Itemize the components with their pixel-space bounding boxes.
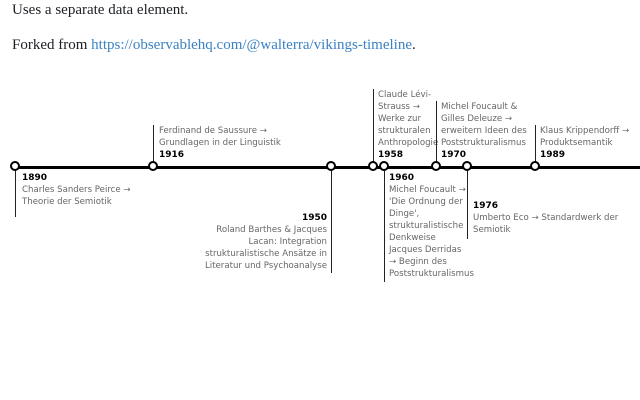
event-1960: 1960 Michel Foucault → 'Die Ordnung der … [389, 172, 474, 280]
event-year: 1958 [378, 150, 404, 160]
event-stem [373, 89, 374, 167]
event-text: Klaus Krippendorff → Produktsemantik [540, 126, 630, 148]
event-marker-1970[interactable] [431, 161, 441, 171]
event-year: 1970 [441, 150, 467, 160]
event-year: 1989 [540, 150, 566, 160]
event-stem [153, 125, 154, 167]
event-year: 1890 [22, 173, 48, 183]
event-text: Charles Sanders Peirce → Theorie der Sem… [22, 185, 131, 207]
event-text: Claude Lévi-Strauss → Werke zur struktur… [378, 90, 439, 148]
event-marker-1916[interactable] [148, 161, 158, 171]
event-1950: 1950 Roland Barthes & Jacques Lacan: Int… [195, 212, 327, 272]
forked-prefix: Forked from [12, 37, 92, 53]
event-text: Ferdinand de Saussure → Grundlagen in de… [159, 126, 281, 148]
event-year: 1916 [159, 150, 185, 160]
event-year: 1960 [389, 173, 415, 183]
event-stem [467, 167, 468, 239]
event-stem [331, 167, 332, 273]
intro-line: Uses a separate data element. [12, 2, 189, 18]
event-stem [535, 125, 536, 167]
event-year: 1976 [473, 201, 499, 211]
event-1916: Ferdinand de Saussure → Grundlagen in de… [159, 125, 294, 161]
event-marker-1890[interactable] [10, 161, 20, 171]
event-1976: 1976 Umberto Eco → Standardwerk der Semi… [473, 200, 633, 236]
event-text: Umberto Eco → Standardwerk der Semiotik [473, 213, 619, 235]
event-stem [436, 101, 437, 167]
event-marker-1958[interactable] [368, 161, 378, 171]
event-text: Roland Barthes & Jacques Lacan: Integrat… [204, 225, 327, 271]
event-year: 1950 [301, 213, 327, 223]
event-text: Michel Foucault & Gilles Deleuze → erwei… [441, 102, 527, 148]
event-marker-1989[interactable] [530, 161, 540, 171]
event-1970: Michel Foucault & Gilles Deleuze → erwei… [441, 101, 529, 161]
event-stem [384, 167, 385, 282]
forked-suffix: . [411, 37, 416, 53]
event-stem [15, 167, 16, 217]
forked-link[interactable]: https://observablehq.com/@walterra/vikin… [91, 37, 412, 53]
event-text: Michel Foucault → 'Die Ordnung der Dinge… [389, 185, 474, 279]
event-1989: Klaus Krippendorff → Produktsemantik 198… [540, 125, 640, 161]
event-marker-1960[interactable] [379, 161, 389, 171]
event-1890: 1890 Charles Sanders Peirce → Theorie de… [22, 172, 157, 208]
event-marker-1976[interactable] [462, 161, 472, 171]
forked-from-text: Forked from https://observablehq.com/@wa… [12, 37, 416, 54]
intro-text: Uses a separate data element. [12, 2, 188, 19]
event-marker-1950[interactable] [326, 161, 336, 171]
event-1958: Claude Lévi-Strauss → Werke zur struktur… [378, 89, 440, 161]
